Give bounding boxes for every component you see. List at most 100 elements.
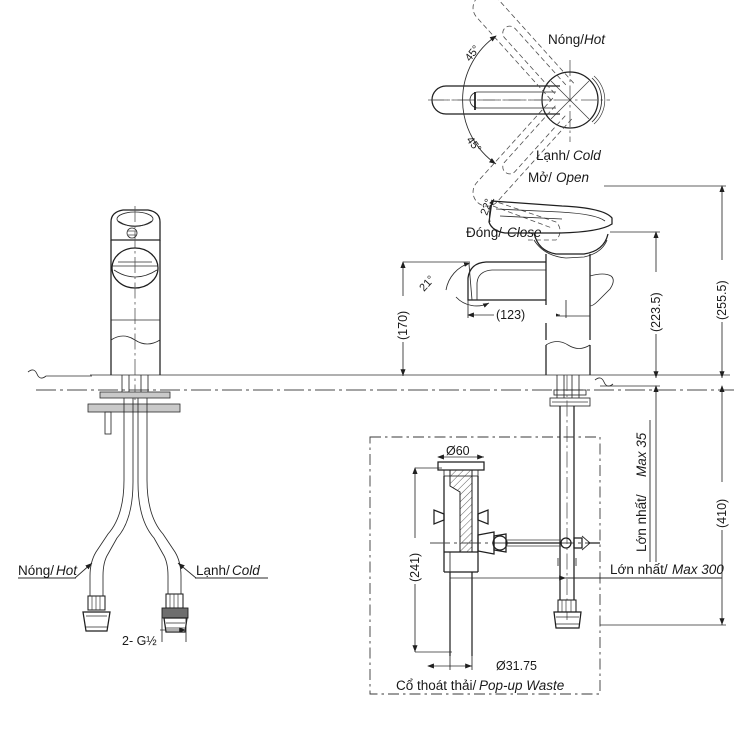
hot-hose-fitting [82,595,111,632]
max-reach-label-vi: Lớn nhất/ [610,562,668,577]
spout-height-label-mask [394,296,412,342]
body-height-label: (223.5) [649,292,663,332]
spout-angle-label: 21° [417,274,437,294]
popup-waste-detail: Ø60 [369,436,601,695]
lever-closed [488,200,613,234]
label-close-vi: Đóng/ [466,225,502,240]
cartridge-dome [533,232,609,255]
lever-angle-arc [489,198,495,223]
lever-hot-position [472,97,575,207]
left-cap-body [110,209,161,241]
supply-label-hot-vi: Nóng/ [18,563,54,578]
body-break-wave [545,341,591,349]
waste-lug-left [433,509,445,525]
waste-caption-en: Pop-up Waste [479,678,564,693]
handle-cap-shadow [591,77,602,123]
supply-label-cold-en: Cold [232,563,260,578]
hot-leader-line [74,562,93,579]
rotation-arc [462,35,497,165]
left-body-lower [110,320,161,340]
cold-hose-outer-right [146,398,182,608]
plan-angle-upper: 45° [463,43,483,64]
waste-body-hatch [449,469,473,553]
cold-hose-fitting [161,593,189,633]
counter-line-group [27,369,734,391]
plan-label-cold-en: Cold [573,148,601,163]
spout-angle-arc-2 [455,296,490,308]
max-reach-label-en: Max 300 [672,562,724,577]
plan-view-group: 45° 45° Nóng/ Hot Lạnh/ Cold [428,0,610,207]
spout-angle-leader [468,263,473,301]
label-open-en: Open [556,170,589,185]
cold-hose-outer-left [137,398,169,608]
body-shank [545,345,591,375]
supply-label-cold-vi: Lạnh/ [196,563,230,578]
left-body-column [110,240,161,320]
max-thickness-label-vi: Lớn nhất/ [634,494,649,552]
hot-hose-outer-right [102,398,134,608]
rod-clevis [573,537,583,549]
counter-break-right [594,377,614,387]
waste-tail-upper [443,552,479,572]
supply-label-hot-en: Hot [56,563,78,578]
right-mount-washer [553,389,587,396]
waste-flange [437,461,485,471]
max-thickness-label-en: Max 35 [634,432,649,477]
right-mount-shank-lines [556,375,580,398]
left-mount-washer [99,391,171,399]
lever-cold-position [472,0,575,103]
lever-neutral [431,85,560,115]
left-body-break-wave [110,335,161,345]
right-dimension-stack: (223.5) (255.5) Lớn nhất/ Max 35 (410) L… [449,185,732,626]
rod-joint [560,537,572,549]
side-elevation-group: 22° 21° [394,170,614,376]
below-counter-label: (410) [715,499,729,528]
left-mount-plate [87,403,181,413]
spout-arm [467,261,546,301]
waste-caption-vi: Cổ thoát thải/ [396,678,477,693]
spout-height-dim-label: (170) [396,311,410,340]
waste-lug-right [477,509,489,525]
waste-collar [443,469,479,477]
spout-angle-arc-1 [445,262,471,291]
left-cap-screw [126,227,138,239]
right-supply-tube [559,406,575,600]
tail-dia-label: Ø31.75 [496,659,537,673]
right-faucet-below-counter [549,375,591,629]
plan-label-hot-en: Hot [584,32,606,47]
spout-arm-inner [476,269,546,300]
right-mount-plate [549,397,591,407]
total-height-label: (255.5) [715,280,729,320]
cartridge-dome-inner [533,239,608,259]
waste-tail-pipe [449,572,473,656]
waste-detail-frame [369,436,601,695]
left-mount-stud [104,411,112,435]
body-height-label-mask [646,272,666,334]
plan-label-hot-vi: Nóng/ [548,32,584,47]
plan-label-cold-vi: Lạnh/ [536,148,570,163]
side-hook [589,273,614,307]
waste-height-label: (241) [408,553,422,582]
thread-spec-label: 2- G½ [122,634,157,648]
waste-height-label-mask [406,538,424,584]
pivot-nut [493,533,507,553]
counter-break-left [27,369,47,379]
left-faucet-group: 2- G½ Nóng/ Hot Lạnh/ Cold [18,206,268,648]
reach-label-mask [494,305,556,323]
cap-cross-2 [550,80,590,120]
lift-rod-bracket [557,558,577,566]
reach-dim-label: (123) [496,308,525,322]
lever-angle-label: 22° [479,197,496,217]
hot-hose-outer-left [89,398,125,608]
label-close-en: Close [507,225,542,240]
left-body-shank [110,340,161,375]
right-supply-ferrule [557,599,577,613]
plan-angle-lower: 45° [464,134,484,155]
handle-cap-shadow2 [593,75,606,125]
label-open-vi: Mở/ [528,170,552,185]
left-mount-shank-lines [121,375,149,398]
pivot-housing [477,531,495,555]
left-lever-curve [113,269,158,278]
